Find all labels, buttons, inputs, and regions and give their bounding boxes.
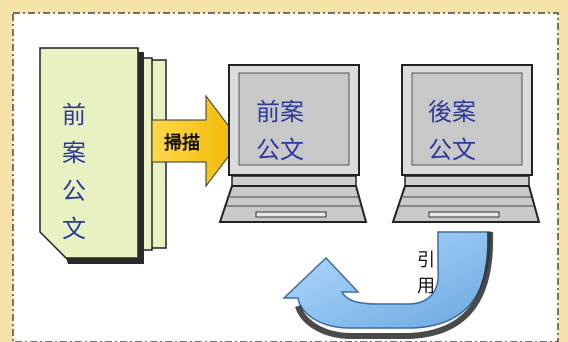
computer-after-line2: 公文	[428, 136, 476, 164]
computer-after-line1: 後案	[428, 98, 476, 126]
document-stack-label: 前案公文	[62, 101, 86, 243]
scan-arrow	[151, 94, 241, 188]
computer-after	[391, 64, 541, 223]
computer-before-line2: 公文	[256, 136, 304, 164]
document-stack	[39, 47, 167, 264]
reference-arrow-label: 引用	[417, 250, 435, 297]
scan-arrow-label: 掃描	[164, 133, 200, 154]
document-sheet-front	[39, 47, 139, 259]
computer-before-base	[231, 175, 357, 187]
computer-before-line1: 前案	[256, 98, 304, 126]
computer-before-screen	[238, 72, 350, 166]
reference-arrow	[282, 231, 491, 329]
computer-after-screen	[411, 72, 523, 166]
computer-after-base	[404, 175, 530, 187]
computer-before	[218, 64, 368, 223]
